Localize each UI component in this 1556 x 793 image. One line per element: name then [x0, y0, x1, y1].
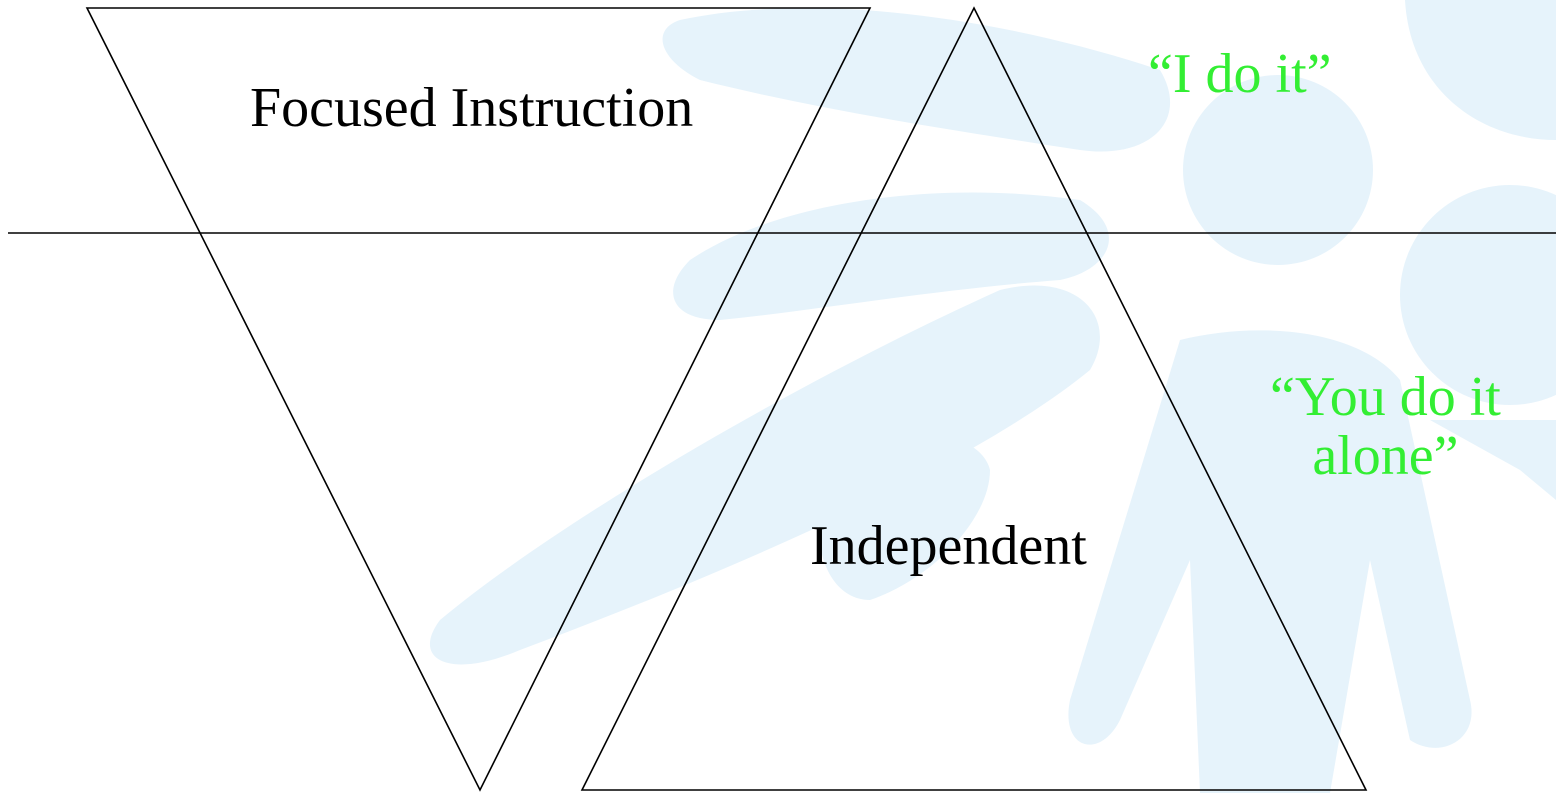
you-do-it-alone-quote: “You do it alone”: [1270, 368, 1501, 486]
independent-label: Independent: [810, 515, 1087, 577]
you-do-it-alone-line-1: “You do it: [1270, 366, 1501, 428]
you-do-it-alone-line-2: alone”: [1312, 424, 1459, 487]
upright-triangle: [580, 6, 1368, 791]
inverted-triangle: [85, 7, 872, 792]
i-do-it-quote: “I do it”: [1148, 43, 1332, 105]
focused-instruction-label: Focused Instruction: [250, 77, 694, 139]
